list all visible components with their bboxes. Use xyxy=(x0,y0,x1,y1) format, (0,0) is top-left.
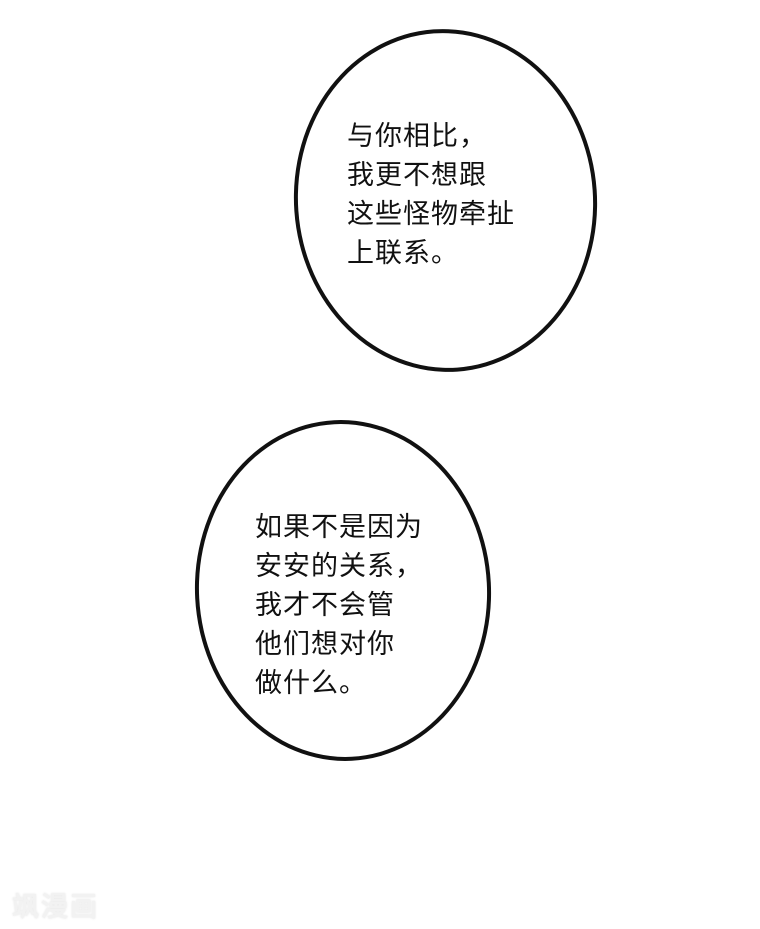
dialogue-line: 如果不是因为 xyxy=(255,512,423,543)
dialogue-line: 这些怪物牵扯 xyxy=(347,199,515,230)
dialogue-line: 他们想对你 xyxy=(255,629,395,660)
speech-bubble-2-text: 如果不是因为 安安的关系， 我才不会管 他们想对你 做什么。 xyxy=(255,508,423,703)
speech-bubble-1-text: 与你相比， 我更不想跟 这些怪物牵扯 上联系。 xyxy=(347,117,515,273)
dialogue-line: 我才不会管 xyxy=(255,590,395,621)
dialogue-line: 做什么。 xyxy=(255,668,367,699)
watermark-logo: 飒漫画 xyxy=(12,892,99,923)
dialogue-line: 我更不想跟 xyxy=(347,160,487,191)
dialogue-line: 与你相比， xyxy=(347,121,487,152)
dialogue-line: 上联系。 xyxy=(347,238,459,269)
dialogue-line: 安安的关系， xyxy=(255,551,423,582)
